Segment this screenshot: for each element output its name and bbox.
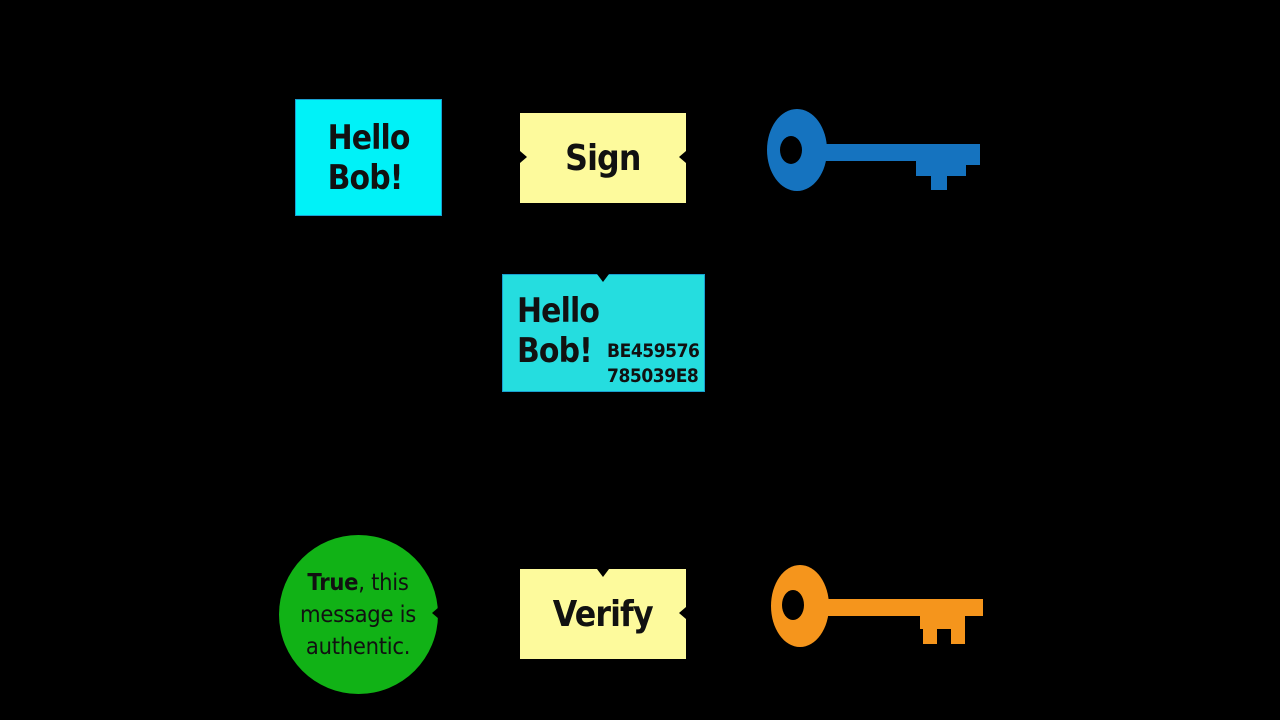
result-circle: True, this message is authentic.	[279, 535, 438, 694]
message-line-1: Hello	[327, 117, 410, 158]
sign-label: Sign	[565, 137, 641, 179]
result-line-1-rest: , this	[358, 569, 410, 596]
signed-message-text: Hello Bob!	[517, 291, 600, 371]
message-box: Hello Bob!	[295, 99, 442, 216]
sign-key-notch	[679, 151, 686, 163]
verify-box: Verify	[520, 569, 686, 659]
message-text: Hello Bob!	[327, 117, 410, 198]
message-line-2: Bob!	[327, 157, 403, 198]
signed-message-notch	[597, 274, 609, 282]
signature-line-1: BE459576	[607, 340, 700, 362]
signature-text: BE459576 785039E8	[607, 339, 700, 389]
signed-message-line-1: Hello	[517, 291, 600, 331]
verify-input-notch	[597, 569, 609, 577]
sign-input-notch	[520, 151, 527, 163]
signed-message-box: Hello Bob! BE459576 785039E8	[502, 274, 705, 392]
public-key-icon	[771, 565, 983, 647]
sign-box: Sign	[520, 113, 686, 203]
signed-message-line-2: Bob!	[517, 331, 593, 371]
verify-label: Verify	[553, 593, 654, 635]
verify-key-notch	[679, 607, 686, 619]
result-line-3: authentic.	[306, 633, 411, 660]
result-notch	[432, 607, 439, 619]
result-line-1: True, this	[301, 567, 417, 599]
result-line-2: message is	[300, 601, 417, 628]
signature-line-2: 785039E8	[607, 365, 699, 387]
result-text: True, this message is authentic.	[301, 567, 417, 663]
result-true-word: True	[307, 569, 359, 596]
private-key-icon	[767, 109, 980, 191]
